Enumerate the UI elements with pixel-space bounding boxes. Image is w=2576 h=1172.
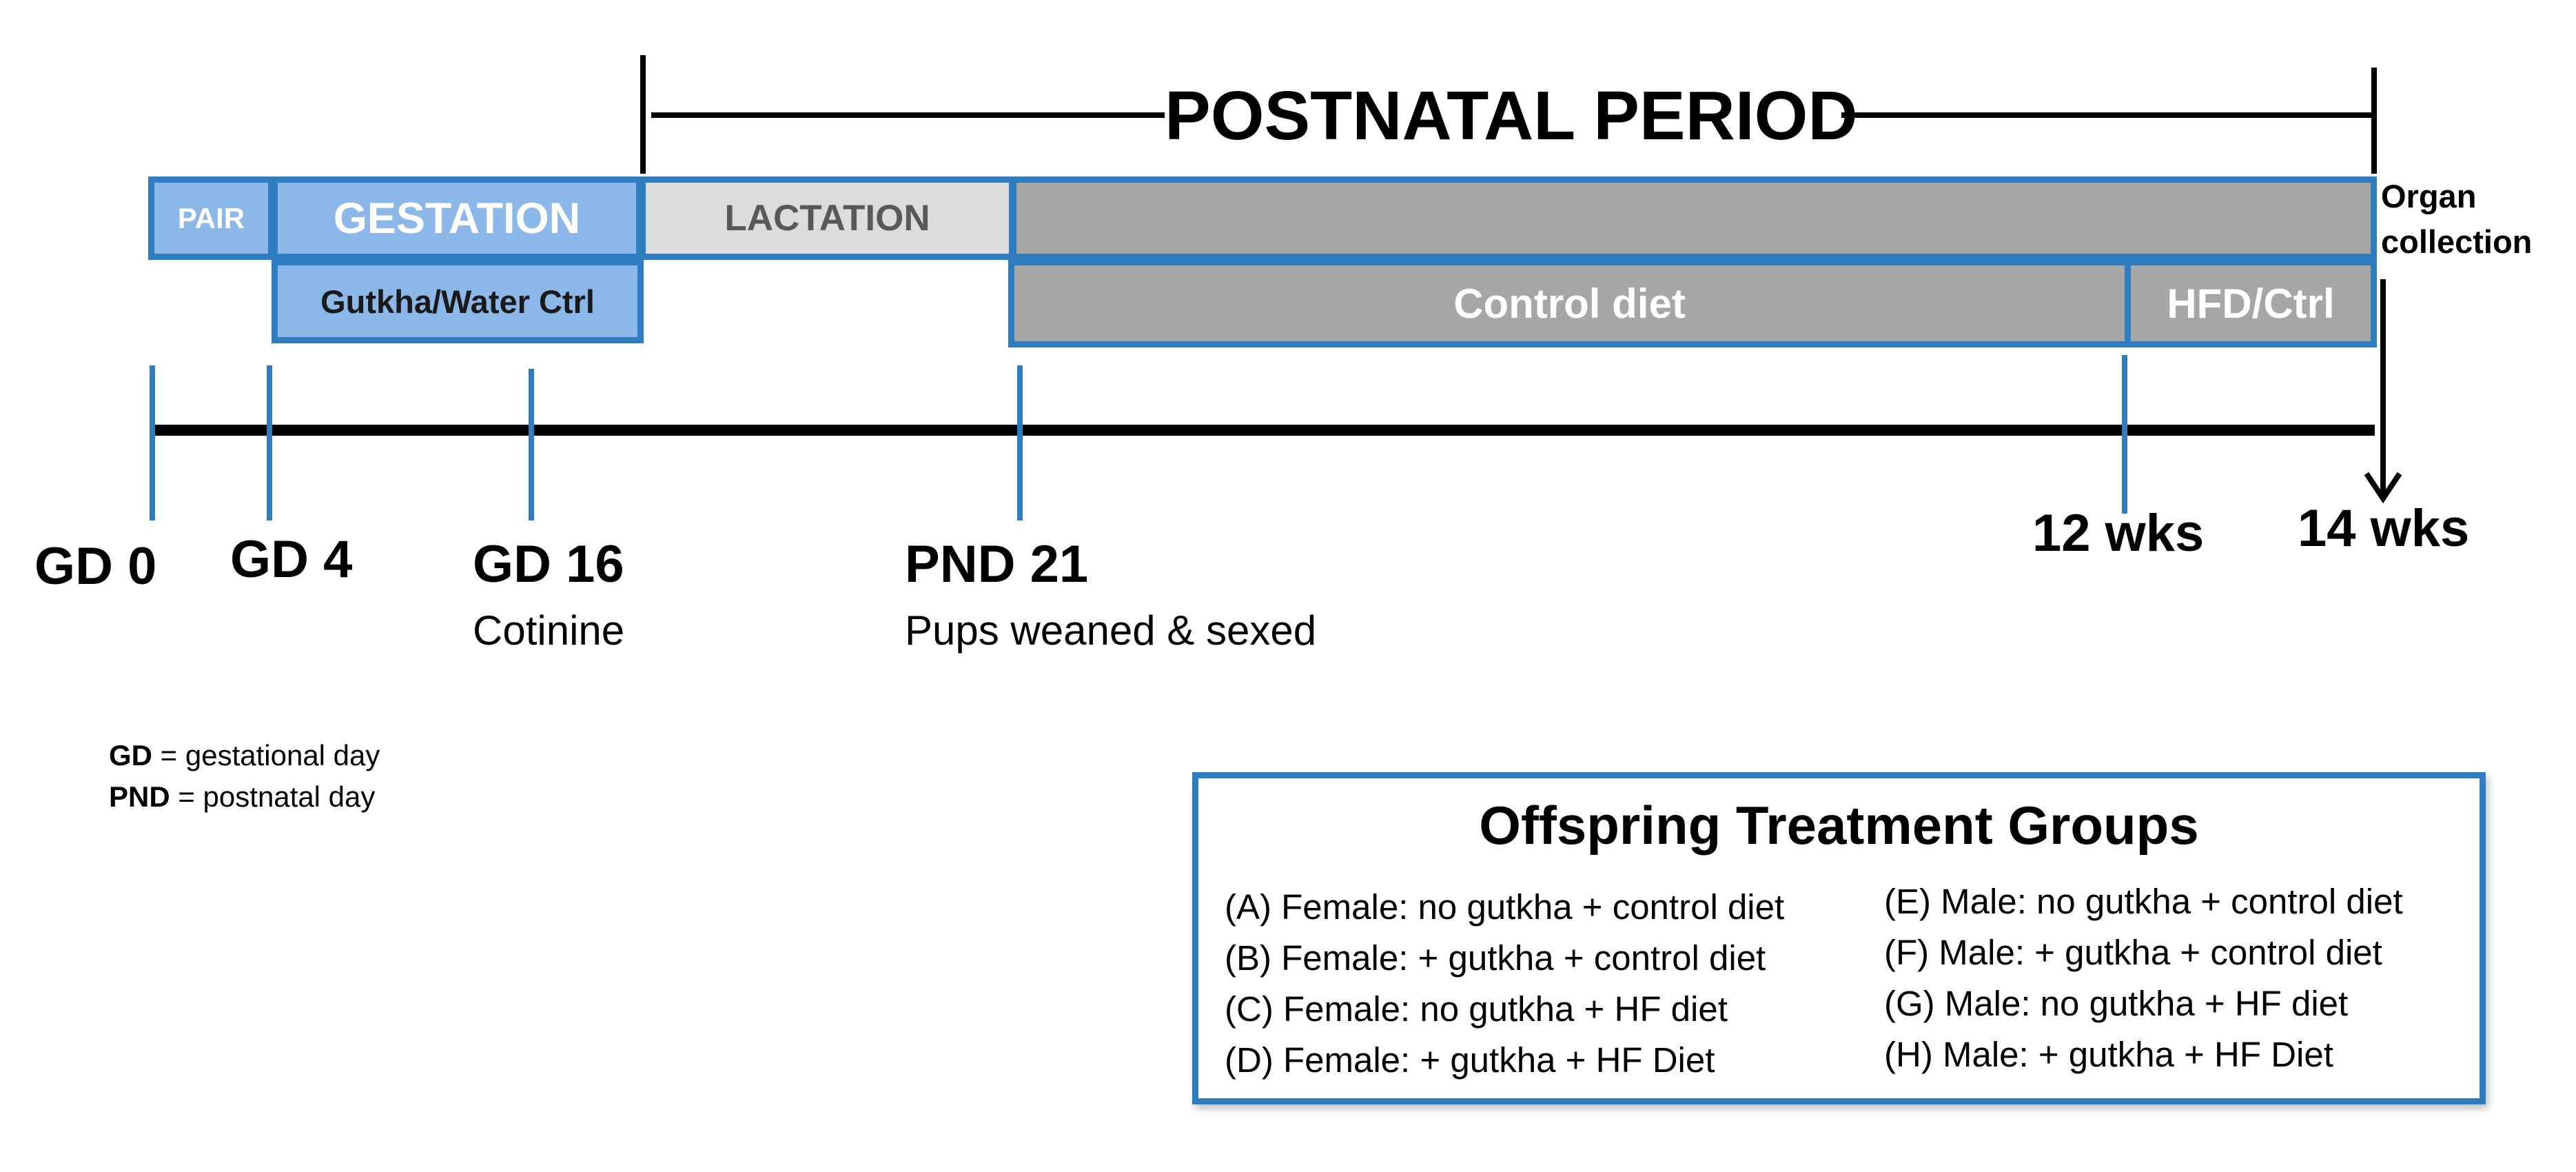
treatment-groups-right-column: (E) Male: no gutkha + control diet (F) M… xyxy=(1884,876,2403,1080)
tick-gd4 xyxy=(267,365,272,521)
group-e: (E) Male: no gutkha + control diet xyxy=(1884,882,2403,921)
pnd21-label: PND 21 xyxy=(905,535,1089,594)
treatment-groups-title: Offspring Treatment Groups xyxy=(1479,795,2199,856)
gestation-bar: GESTATION xyxy=(272,176,642,260)
gutkha-water-bar: Gutkha/Water Ctrl xyxy=(272,259,644,343)
timeline-axis xyxy=(150,425,2375,436)
treatment-groups-box: Offspring Treatment Groups (A) Female: n… xyxy=(1192,772,2486,1104)
lactation-bar: LACTATION xyxy=(640,176,1015,260)
control-diet-label: Control diet xyxy=(1453,280,1686,327)
lactation-label: LACTATION xyxy=(724,198,930,239)
pair-bar: PAIR xyxy=(148,176,274,260)
treatment-groups-left-column: (A) Female: no gutkha + control diet (B)… xyxy=(1225,882,1784,1086)
tick-gd0 xyxy=(150,365,155,521)
14wks-label: 14 wks xyxy=(2298,499,2470,558)
abbr-pnd: PND = postnatal day xyxy=(109,780,376,813)
hfd-ctrl-label: HFD/Ctrl xyxy=(2167,280,2335,327)
pups-weaned-note: Pups weaned & sexed xyxy=(905,607,1317,654)
group-f: (F) Male: + gutkha + control diet xyxy=(1884,933,2382,972)
hfd-ctrl-bar: HFD/Ctrl xyxy=(2125,259,2377,347)
gd16-label: GD 16 xyxy=(473,535,624,594)
gestation-label: GESTATION xyxy=(333,194,581,243)
pair-label: PAIR xyxy=(177,201,245,234)
postnatal-gray-bar xyxy=(1010,176,2377,260)
abbr-gd: GD = gestational day xyxy=(109,739,380,771)
gutkha-water-label: Gutkha/Water Ctrl xyxy=(320,283,595,320)
tick-12wks xyxy=(2122,355,2127,514)
group-g: (G) Male: no gutkha + HF diet xyxy=(1884,984,2349,1023)
postnatal-end-bracket xyxy=(2371,68,2377,174)
arrow-down-icon xyxy=(2364,279,2402,504)
gd0-label: GD 0 xyxy=(34,537,157,596)
postnatal-start-bracket xyxy=(640,55,646,174)
group-d: (D) Female: + gutkha + HF Diet xyxy=(1225,1040,1715,1080)
postnatal-period-title: POSTNATAL PERIOD xyxy=(1165,77,1858,154)
postnatal-line-right xyxy=(1841,112,2371,118)
postnatal-line-left xyxy=(651,112,1165,118)
tick-pnd21 xyxy=(1017,365,1023,521)
group-a: (A) Female: no gutkha + control diet xyxy=(1225,887,1785,927)
group-c: (C) Female: no gutkha + HF diet xyxy=(1225,989,1728,1029)
gd4-label: GD 4 xyxy=(230,530,353,589)
tick-gd16 xyxy=(529,369,534,521)
12wks-label: 12 wks xyxy=(2032,504,2205,563)
cotinine-note: Cotinine xyxy=(473,607,625,654)
control-diet-bar: Control diet xyxy=(1008,259,2131,347)
group-h: (H) Male: + gutkha + HF Diet xyxy=(1884,1035,2333,1074)
group-b: (B) Female: + gutkha + control diet xyxy=(1225,938,1766,978)
organ-collection-label: Organ collection xyxy=(2381,178,2533,260)
